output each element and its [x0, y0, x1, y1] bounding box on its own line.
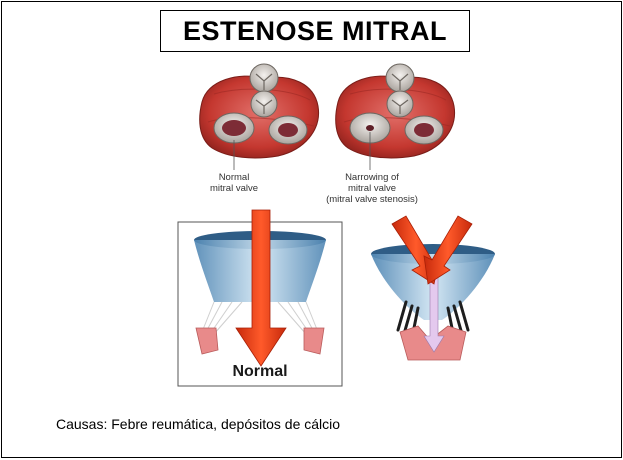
stenosis-valve-diagram: [371, 215, 495, 361]
stenosis-caption-line2: mitral valve: [348, 183, 396, 194]
normal-valve-label: Normal: [232, 363, 287, 380]
stenosis-caption-line1: Narrowing of: [345, 172, 399, 183]
causes-text: Causas: Febre reumática, depósitos de cá…: [56, 416, 341, 432]
title-box: ESTENOSE MITRAL: [160, 10, 470, 52]
normal-caption-line2: mitral valve: [210, 183, 258, 194]
stenosis-caption-line3: (mitral valve stenosis): [326, 194, 418, 205]
heart-stenosis-illustration: [335, 63, 456, 170]
heart-normal-illustration: [199, 63, 320, 170]
slide-title: ESTENOSE MITRAL: [182, 15, 447, 46]
normal-valve-diagram: [177, 209, 343, 387]
normal-caption-line1: Normal: [219, 172, 250, 183]
